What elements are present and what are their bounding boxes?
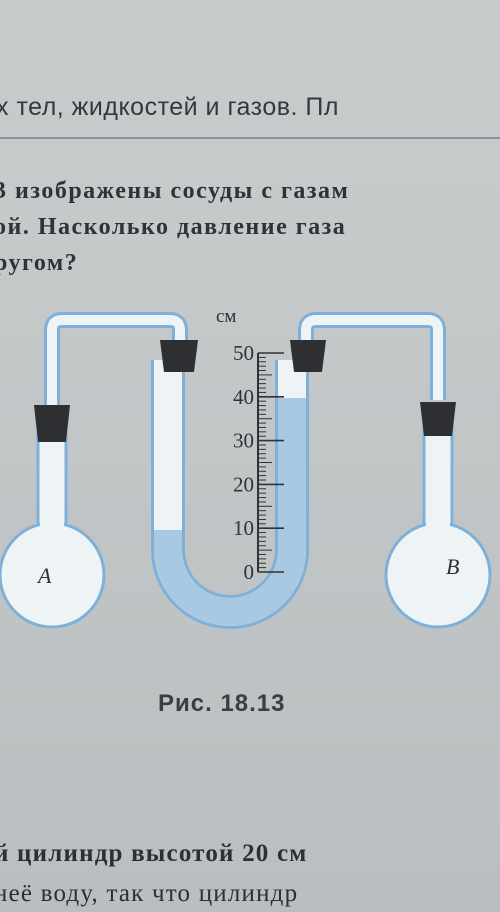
cm-scale: 50 40 30 20 10 0 — [233, 341, 284, 584]
figure-caption: Рис. 18.13 — [158, 690, 286, 717]
section-header: х тел, жидкостей и газов. Пл — [0, 93, 339, 121]
scale-label: 0 — [244, 560, 255, 584]
flask-b — [384, 423, 492, 629]
flask-a-label: A — [36, 563, 52, 588]
paragraph-line-3: ругом? — [0, 250, 79, 276]
stopper-flask-a — [34, 405, 70, 442]
unit-label: см — [216, 306, 236, 327]
scale-label: 20 — [233, 472, 254, 496]
bottom-line-2: неё воду, так что цилиндр — [0, 880, 299, 907]
scale-label: 40 — [233, 385, 254, 409]
flask-a — [0, 433, 106, 629]
scale-label: 10 — [233, 516, 254, 540]
stopper-right-tube — [290, 340, 326, 372]
manometer-liquid — [154, 398, 306, 626]
right-connector-tube — [298, 312, 446, 400]
header-divider — [0, 137, 500, 139]
stopper-flask-b — [420, 402, 456, 436]
scale-label: 30 — [233, 429, 254, 453]
paragraph-line-1: 3 изображены сосуды с газам — [0, 178, 350, 204]
scale-label: 50 — [233, 341, 254, 365]
stopper-left-tube — [160, 340, 198, 372]
flask-b-label: B — [446, 554, 459, 579]
paragraph-line-2: ой. Насколько давление газа — [0, 214, 347, 240]
manometer-figure: 50 40 30 20 10 0 см A B — [0, 306, 492, 629]
bottom-line-1: й цилиндр высотой 20 см — [0, 840, 308, 867]
